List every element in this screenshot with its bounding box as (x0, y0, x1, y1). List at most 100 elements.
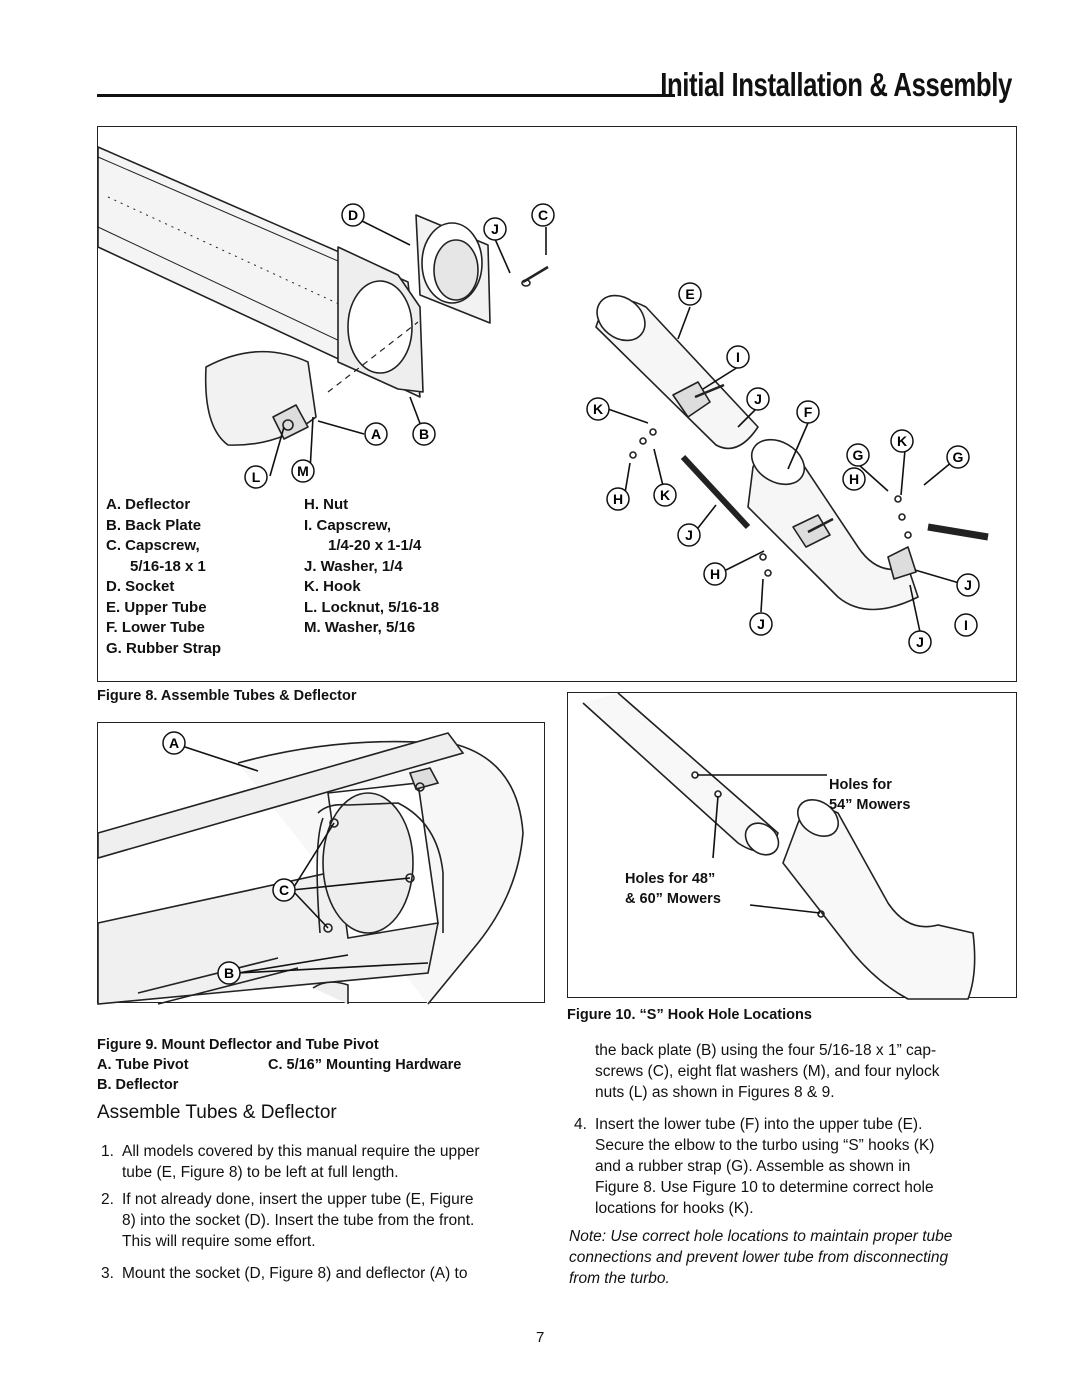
line: tube (E, Figure 8) to be left at full le… (122, 1164, 399, 1181)
legend-item: I. Capscrew, (304, 516, 391, 534)
figure-8-callout-k: K (890, 429, 914, 453)
legend-item: A. Deflector (106, 496, 191, 513)
line: connections and prevent lower tube from … (569, 1249, 949, 1266)
list-number: 4. (574, 1116, 587, 1133)
list-text: Insert the lower tube (F) into the upper… (595, 1114, 934, 1219)
figure-8-callout-m: M (291, 459, 315, 483)
figure-8-callout-l: L (244, 465, 268, 489)
line: If not already done, insert the upper tu… (122, 1191, 474, 1208)
figure-8-callout-i: I (726, 345, 750, 369)
holes-48-line2: & 60” Mowers (625, 891, 721, 907)
svg-text:B: B (419, 426, 429, 442)
line: and a rubber strap (G). Assemble as show… (595, 1158, 911, 1175)
line: Figure 8. Use Figure 10 to determine cor… (595, 1179, 934, 1196)
figure-8-callout-d: D (341, 203, 365, 227)
legend-item: M. Washer, 5/16 (304, 619, 416, 636)
figure-8-callout-j: J (749, 612, 773, 636)
legend-item: B. Back Plate (106, 516, 202, 534)
svg-text:E: E (685, 286, 694, 302)
figure-9-callout-a: A (162, 731, 186, 755)
figure-9: A C B (97, 722, 545, 1005)
figure-8-callout-h: H (606, 487, 630, 511)
holes-54-label: Holes for 54” Mowers (829, 775, 910, 815)
figure-9-legend-b: B. Deflector (97, 1077, 179, 1093)
svg-text:H: H (710, 566, 720, 582)
legend-item: E. Upper Tube (106, 598, 207, 616)
line: Secure the elbow to the turbo using “S” … (595, 1137, 935, 1154)
svg-text:K: K (897, 433, 907, 449)
svg-text:B: B (224, 965, 234, 981)
figure-9-callout-c: C (272, 878, 296, 902)
figure-9-legend-c: C. 5/16” Mounting Hardware (268, 1057, 462, 1073)
figure-8-callout-j: J (677, 523, 701, 547)
line: the back plate (B) using the four 5/16-1… (595, 1042, 937, 1059)
holes-54-line2: 54” Mowers (829, 797, 911, 813)
svg-text:G: G (853, 447, 864, 463)
svg-text:D: D (348, 207, 358, 223)
svg-text:H: H (849, 471, 859, 487)
figure-9-legend-a: A. Tube Pivot (97, 1057, 189, 1073)
svg-text:J: J (964, 577, 972, 593)
figure-8-callout-k: K (586, 397, 610, 421)
svg-text:C: C (538, 207, 548, 223)
figure-8-callout-e: E (678, 282, 702, 306)
svg-text:L: L (252, 469, 261, 485)
line: nuts (L) as shown in Figures 8 & 9. (595, 1084, 835, 1101)
legend-item: C. Capscrew, (106, 537, 200, 554)
figure-8-callout-f: F (796, 400, 820, 424)
svg-text:C: C (279, 882, 289, 898)
svg-text:A: A (169, 735, 179, 751)
list-text: If not already done, insert the upper tu… (122, 1189, 474, 1252)
figure-8-callout-j: J (746, 387, 770, 411)
figure-9-illustration: A C B (97, 731, 524, 1005)
legend-item: 5/16-18 x 1 (130, 557, 206, 575)
svg-text:I: I (964, 617, 968, 633)
svg-text:J: J (685, 527, 693, 543)
holes-48-line1: Holes for 48” (625, 871, 716, 887)
line: screws (C), eight flat washers (M), and … (595, 1063, 940, 1080)
legend-item: L. Locknut, 5/16-18 (304, 598, 440, 616)
holes-54-line1: Holes for (829, 777, 892, 793)
legend-item: H. Nut (304, 496, 349, 513)
line: locations for hooks (K). (595, 1200, 754, 1217)
figure-8-callout-j: J (908, 630, 932, 654)
svg-text:J: J (757, 616, 765, 632)
legend-item: 1/4-20 x 1-1/4 (328, 537, 422, 554)
legend-item: G. Rubber Strap (106, 639, 222, 657)
svg-text:K: K (660, 487, 670, 503)
figure-10-illustration (582, 692, 976, 1000)
section-title: Assemble Tubes & Deflector (97, 1102, 337, 1123)
figure-9-callout-b: B (217, 961, 241, 985)
legend-item: F. Lower Tube (106, 619, 205, 636)
figure-8-callout-j: J (956, 573, 980, 597)
header-rule (97, 94, 675, 97)
figure-8-callout-j: J (483, 217, 507, 241)
list-text: Mount the socket (D, Figure 8) and defle… (122, 1263, 467, 1284)
figure-8-callout-h: H (703, 562, 727, 586)
svg-text:J: J (491, 221, 499, 237)
svg-text:F: F (804, 404, 813, 420)
line: 8) into the socket (D). Insert the tube … (122, 1212, 475, 1229)
note: Note: Use correct hole locations to main… (569, 1226, 1014, 1289)
figure-8-callout-b: B (412, 422, 436, 446)
figure-8-callout-i: I (954, 613, 978, 637)
figure-8-callout-a: A (364, 422, 388, 446)
svg-text:J: J (754, 391, 762, 407)
svg-text:I: I (736, 349, 740, 365)
list-item-3-continuation: the back plate (B) using the four 5/16-1… (595, 1040, 1015, 1103)
legend-item: K. Hook (304, 578, 361, 595)
svg-text:M: M (297, 463, 309, 479)
svg-text:A: A (371, 426, 381, 442)
figure-8-callout-g: G (946, 445, 970, 469)
figure-10-caption: Figure 10. “S” Hook Hole Locations (567, 1007, 812, 1023)
line: This will require some effort. (122, 1233, 316, 1250)
line: All models covered by this manual requir… (122, 1143, 480, 1160)
line: Insert the lower tube (F) into the upper… (595, 1116, 923, 1133)
figure-8-callout-g: G (846, 443, 870, 467)
line: from the turbo. (569, 1270, 670, 1287)
list-number: 2. (101, 1191, 114, 1208)
figure-8-caption: Figure 8. Assemble Tubes & Deflector (97, 688, 357, 704)
svg-text:K: K (593, 401, 603, 417)
